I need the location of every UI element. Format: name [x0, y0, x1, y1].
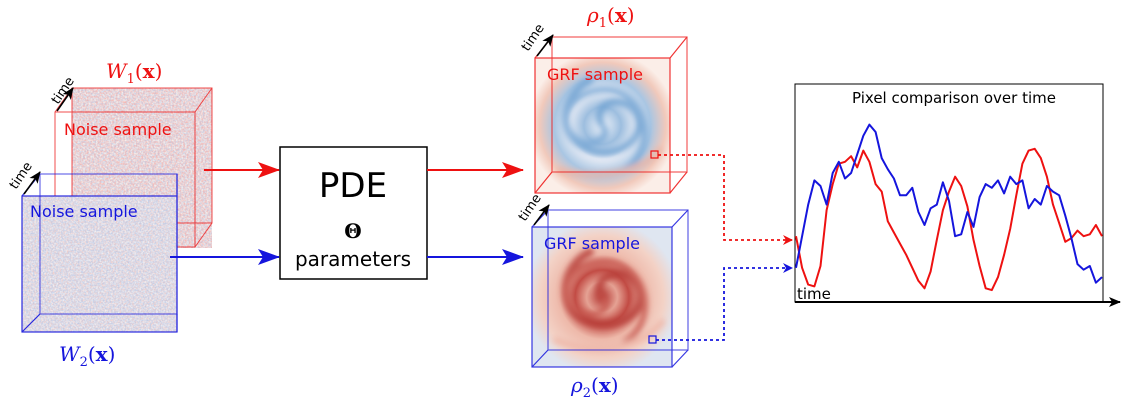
grf-cube-1: time GRF sample ρ1(x): [519, 3, 688, 194]
noise-cube-1: time Noise sample W1(x): [49, 59, 213, 248]
time-axis-arrow: [533, 204, 550, 226]
noise-cube-1-math-label: W1(x): [106, 59, 162, 87]
time-axis-label: time: [7, 159, 36, 192]
pixel1-connector: [658, 154, 793, 245]
grf-cube-2: time GRF sample ρ2(x): [516, 191, 689, 401]
time-axis-label: time: [516, 191, 545, 224]
grf-cube-2-swirl: [553, 248, 665, 352]
time-axis-label: time: [519, 21, 548, 54]
grf-cube-1-label: GRF sample: [547, 65, 643, 84]
plot-title: Pixel comparison over time: [852, 89, 1056, 107]
grf-cube-1-math-label: ρ1(x): [586, 3, 635, 31]
pixel-comparison-plot: Pixel comparison over time time: [794, 83, 1121, 307]
pde-box: PDE Θ parameters: [279, 146, 428, 280]
grf-cube-2-math-label: ρ2(x): [570, 373, 619, 401]
series-line-1: [795, 147, 1103, 292]
pixel2-connector: [656, 263, 793, 341]
series-layer: [795, 123, 1103, 292]
time-axis-arrow: [56, 87, 74, 112]
grf-cube-1-swirl: [557, 76, 663, 178]
noise-cube-1-label: Noise sample: [64, 120, 172, 139]
parameters-caption: parameters: [295, 247, 411, 271]
pde-title: PDE: [319, 166, 387, 206]
noise-cube-2: time Noise sample W2(x): [7, 159, 178, 370]
noise-cube-2-label: Noise sample: [30, 202, 138, 221]
series-line-2: [795, 123, 1103, 284]
pde-box-frame: [279, 146, 428, 280]
grf-cube-2-label: GRF sample: [544, 234, 640, 253]
grf-cube-1-edges: [534, 36, 688, 194]
plot-x-label: time: [797, 285, 831, 303]
noise-cube-2-math-label: W2(x): [59, 342, 115, 370]
theta-symbol: Θ: [344, 219, 361, 243]
time-axis-arrow: [536, 34, 554, 57]
time-axis-arrow: [23, 171, 41, 195]
